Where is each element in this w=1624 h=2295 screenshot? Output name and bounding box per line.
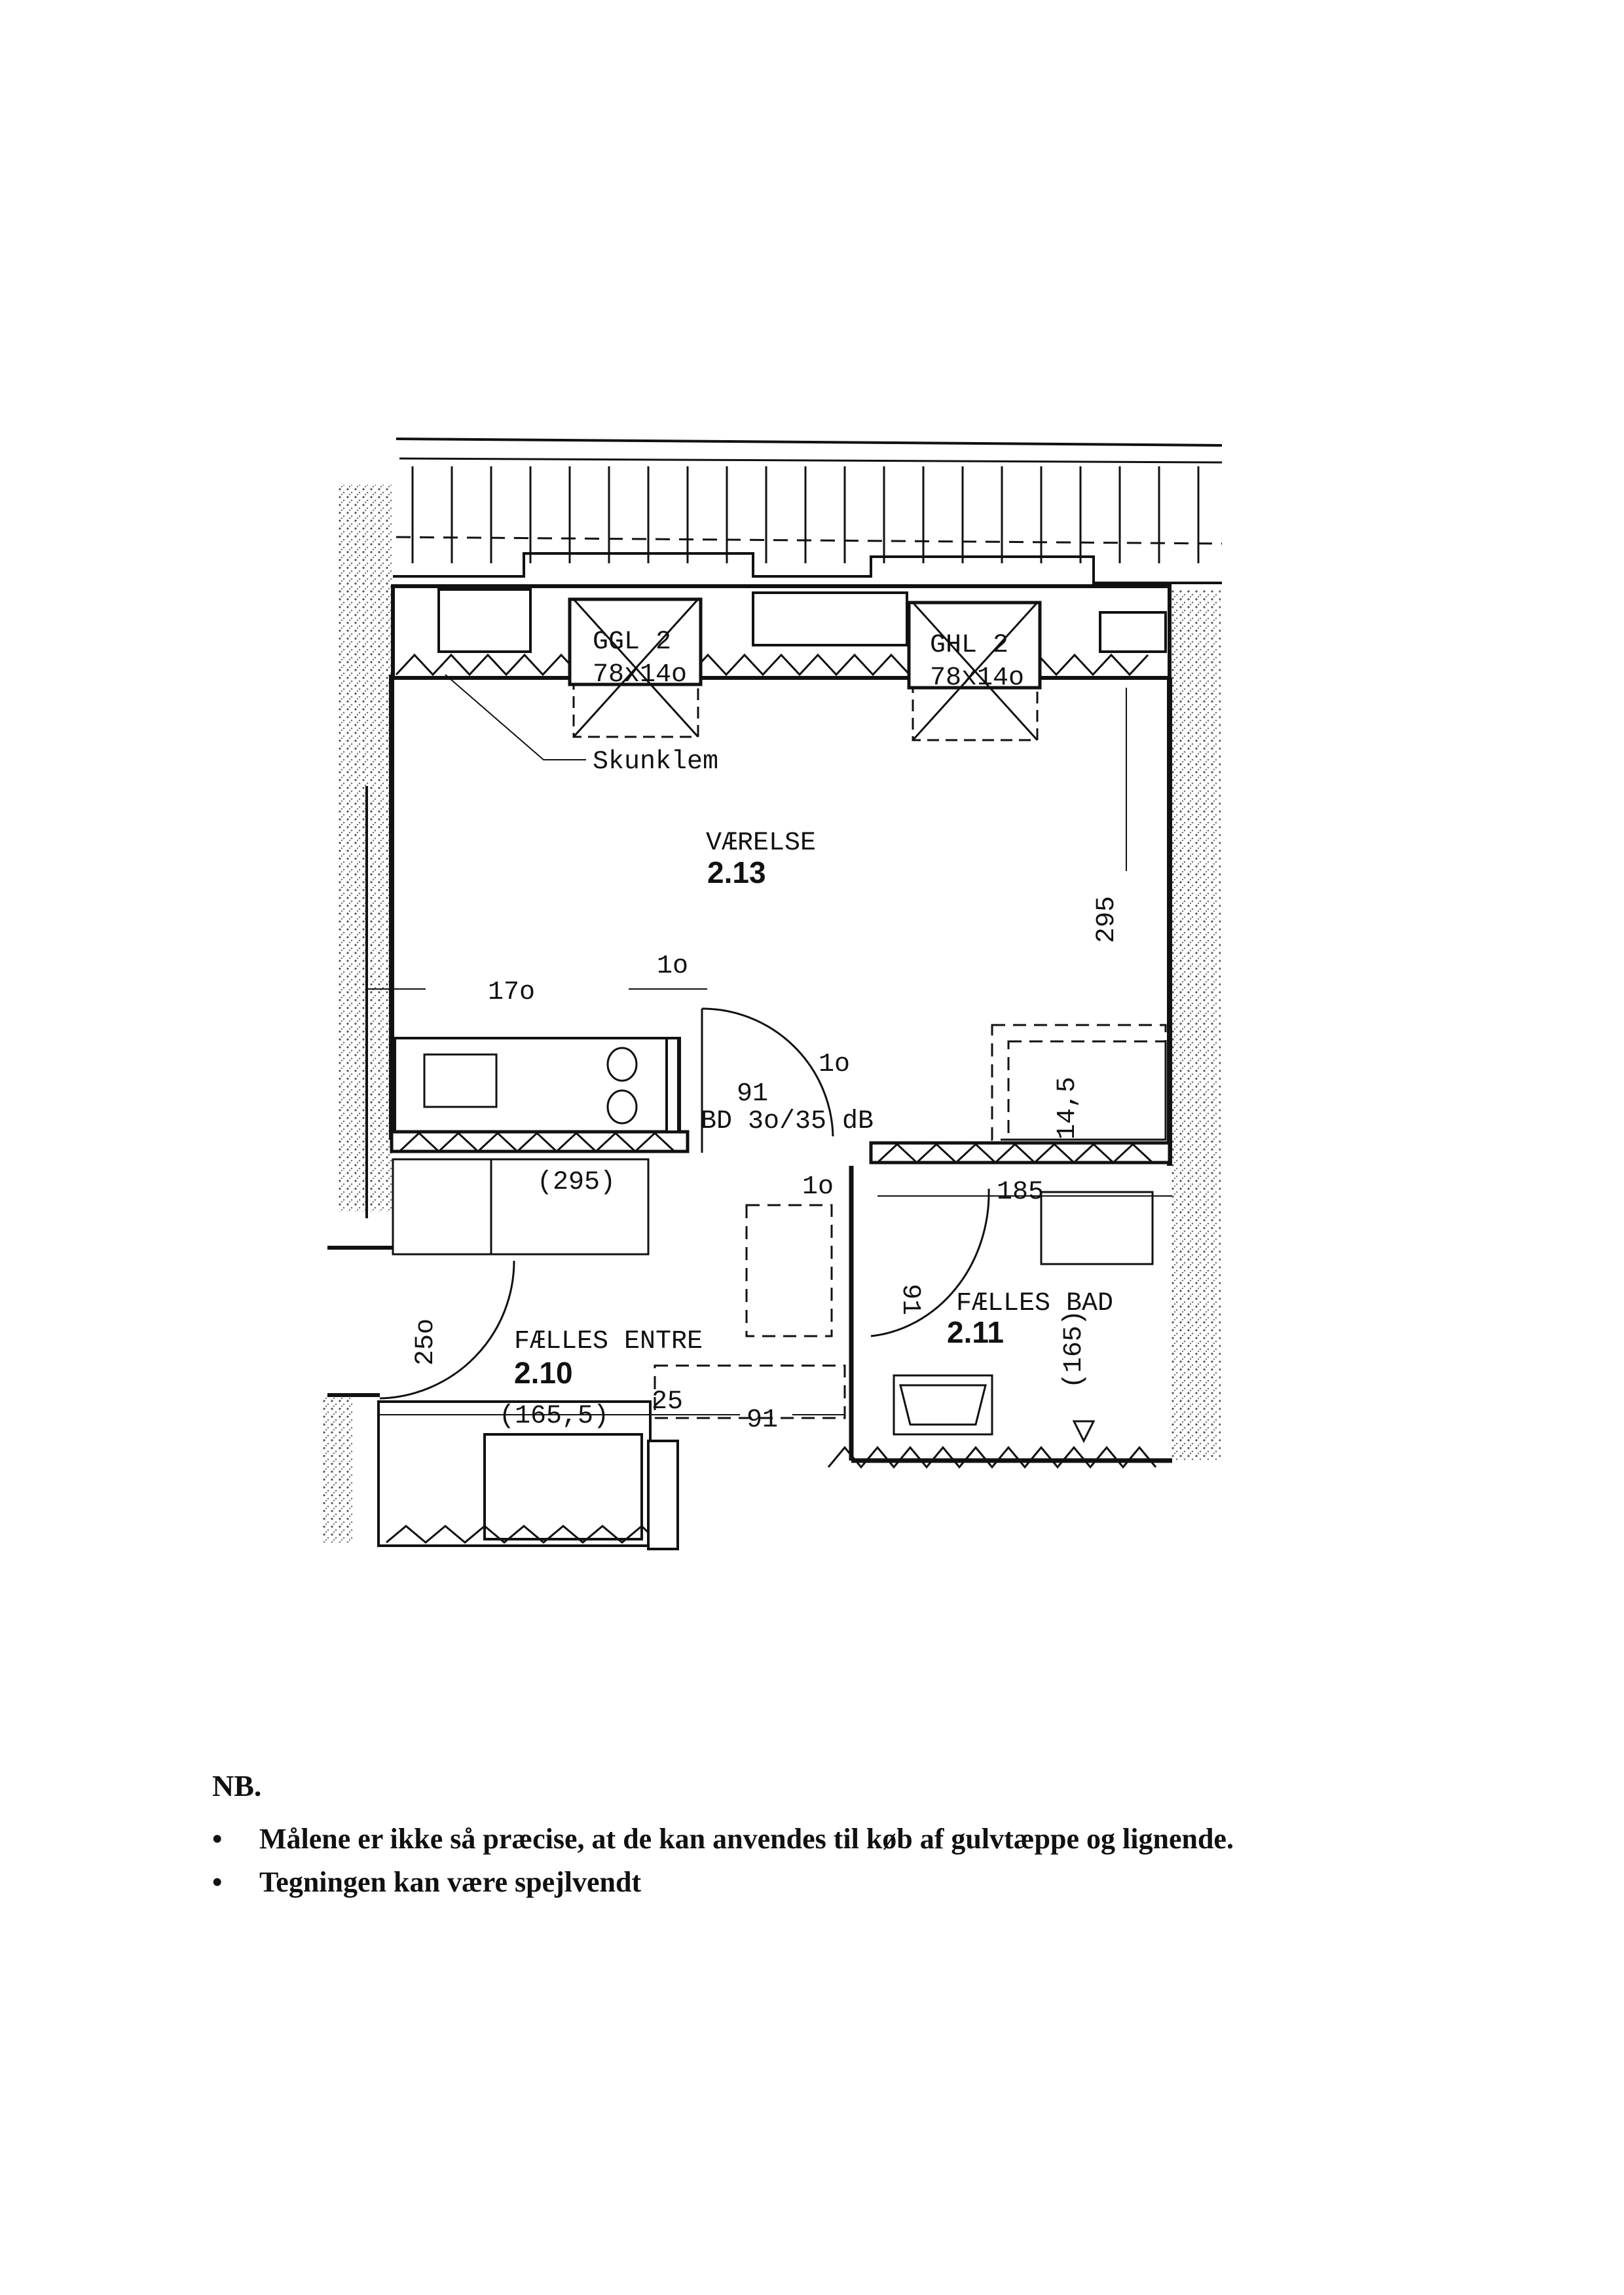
dimension-label: 91: [737, 1079, 768, 1109]
bathtub: [899, 1384, 987, 1426]
room-number: 2.11: [947, 1315, 1004, 1349]
hob-burner: [606, 1089, 638, 1125]
door-spec-label: BD 3o/35 dB: [701, 1107, 874, 1136]
dimension-label: 14,5: [1053, 1077, 1082, 1140]
room-number: 2.13: [707, 855, 766, 889]
dimension-label: 1o: [657, 952, 688, 981]
room-name: VÆRELSE: [706, 829, 816, 858]
door-swing-entry: [379, 1260, 515, 1400]
right-masonry: [1170, 589, 1221, 1461]
left-masonry: [337, 485, 393, 1212]
bullet-icon: •: [212, 1866, 223, 1898]
window-size-label: 78x14o: [930, 663, 1024, 693]
roof-structure: [393, 438, 1223, 584]
dimension-label: (165,5): [499, 1402, 609, 1431]
dimension-label: (295): [537, 1168, 616, 1197]
roof-window-1: GGL 2 78x14o: [568, 597, 703, 738]
note-item: • Målene er ikke så præcise, at de kan an…: [212, 1818, 1234, 1861]
notes: NB. • Målene er ikke så præcise, at de ka…: [212, 1768, 1234, 1904]
dimension-label: 1o: [819, 1050, 850, 1079]
door-swing-room: [701, 1007, 834, 1137]
window-type-label: GGL 2: [593, 627, 671, 657]
roof-window-2: GHL 2 78x14o: [907, 601, 1042, 741]
door-swing-bath: [870, 1188, 990, 1337]
dimension-label: 185: [997, 1178, 1044, 1207]
dimension-label: 17o: [488, 978, 535, 1007]
bullet-icon: •: [212, 1823, 223, 1855]
dimension-label: 91: [747, 1406, 778, 1435]
kitchenette: [394, 1037, 681, 1133]
skunklem-label: Skunklem: [593, 747, 718, 777]
note-text: Målene er ikke så præcise, at de kan anv…: [259, 1823, 1234, 1855]
dimension-label: 25o: [411, 1318, 441, 1366]
dimension-label: 1o: [802, 1172, 834, 1202]
dimension-label: (165): [1060, 1310, 1089, 1389]
dimension-label: 91: [895, 1284, 925, 1315]
lower-left-masonry: [321, 1395, 354, 1542]
room-number: 2.10: [514, 1356, 573, 1390]
room-name: FÆLLES BAD: [956, 1289, 1113, 1318]
note-text: Tegningen kan være spejlvendt: [259, 1866, 642, 1898]
walls: [327, 675, 1172, 1550]
hob-burner: [606, 1047, 638, 1082]
insulation: [391, 584, 1172, 680]
window-size-label: 78x14o: [593, 660, 687, 690]
note-item: • Tegningen kan være spejlvendt: [212, 1861, 1234, 1904]
notes-heading: NB.: [212, 1769, 262, 1802]
dimension-label: 25: [652, 1387, 683, 1417]
drain-arrow-icon: [1072, 1420, 1096, 1444]
window-type-label: GHL 2: [930, 631, 1008, 660]
sink: [423, 1053, 498, 1108]
dimensions: 295 1o 17o 1o 91 BD 3o/35 dB 14,5 (295) …: [367, 688, 1172, 1435]
dimension-label: 295: [1092, 896, 1122, 943]
room-name: FÆLLES ENTRE: [514, 1327, 703, 1356]
